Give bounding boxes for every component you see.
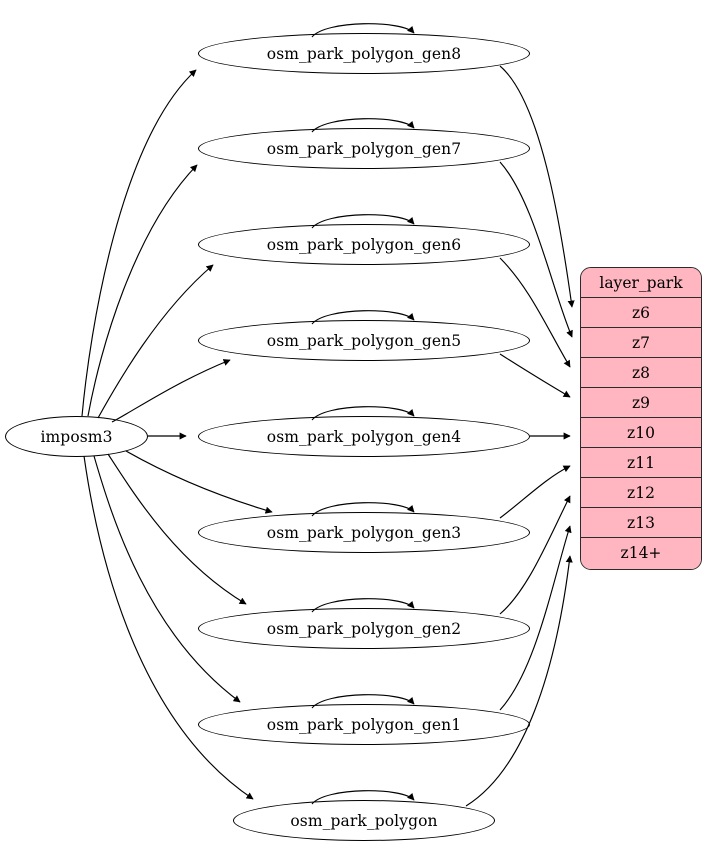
- table-row-z11[interactable]: z11: [581, 448, 701, 478]
- self-loop-gen6: [311, 214, 415, 229]
- self-loop-base: [311, 790, 415, 805]
- node-label-gen6: osm_park_polygon_gen6: [266, 235, 462, 254]
- layer-park-table[interactable]: layer_park z6 z7 z8 z9 z10 z11 z12 z13 z…: [580, 267, 702, 570]
- self-loop-gen4: [311, 406, 415, 421]
- node-label-gen1: osm_park_polygon_gen1: [266, 715, 462, 734]
- node-label-gen7: osm_park_polygon_gen7: [266, 139, 462, 158]
- edge-gen7-z7: [499, 161, 573, 338]
- edge-imposm3-gen2: [107, 453, 247, 605]
- self-loop-gen7: [311, 118, 415, 133]
- node-osm-park-polygon[interactable]: osm_park_polygon: [233, 800, 495, 841]
- self-loop-gen3: [311, 502, 415, 517]
- self-loop-gen1: [311, 694, 415, 709]
- node-label-base: osm_park_polygon: [290, 811, 438, 830]
- node-osm-park-polygon-gen5[interactable]: osm_park_polygon_gen5: [198, 320, 530, 361]
- table-header-layer-park: layer_park: [581, 268, 701, 298]
- edge-gen3-z11: [499, 465, 571, 519]
- edge-imposm3-base: [83, 455, 254, 800]
- node-osm-park-polygon-gen7[interactable]: osm_park_polygon_gen7: [198, 128, 530, 169]
- edge-imposm3-gen6: [97, 264, 214, 419]
- table-row-z6[interactable]: z6: [581, 298, 701, 328]
- node-label-gen5: osm_park_polygon_gen5: [266, 331, 462, 350]
- node-osm-park-polygon-gen2[interactable]: osm_park_polygon_gen2: [198, 608, 530, 649]
- node-osm-park-polygon-gen4[interactable]: osm_park_polygon_gen4: [198, 416, 530, 457]
- node-imposm3[interactable]: imposm3: [5, 416, 148, 457]
- node-osm-park-polygon-gen6[interactable]: osm_park_polygon_gen6: [198, 224, 530, 265]
- edge-gen1-z13: [499, 525, 572, 711]
- node-label-gen8: osm_park_polygon_gen8: [266, 44, 462, 63]
- table-row-z7[interactable]: z7: [581, 328, 701, 358]
- node-label-gen2: osm_park_polygon_gen2: [266, 619, 462, 638]
- edge-gen6-z8: [499, 257, 571, 368]
- node-label-gen4: osm_park_polygon_gen4: [266, 427, 462, 446]
- table-row-z12[interactable]: z12: [581, 478, 701, 508]
- edge-imposm3-gen1: [93, 455, 241, 703]
- node-osm-park-polygon-gen1[interactable]: osm_park_polygon_gen1: [198, 704, 530, 745]
- edge-gen5-z9: [499, 353, 571, 398]
- node-label-imposm3: imposm3: [40, 427, 113, 446]
- edge-imposm3-gen3: [125, 450, 273, 514]
- edge-imposm3-gen8: [81, 69, 197, 417]
- self-loop-gen5: [311, 310, 415, 325]
- source-to-node-edges: [81, 69, 273, 800]
- node-osm-park-polygon-gen3[interactable]: osm_park_polygon_gen3: [198, 512, 530, 553]
- edge-imposm3-gen7: [87, 164, 198, 417]
- node-to-table-edges: [465, 65, 575, 807]
- table-row-z10[interactable]: z10: [581, 418, 701, 448]
- self-loop-gen8: [311, 23, 415, 38]
- table-row-z13[interactable]: z13: [581, 508, 701, 538]
- node-label-gen3: osm_park_polygon_gen3: [266, 523, 462, 542]
- edge-gen8-z6: [499, 65, 575, 308]
- table-row-z8[interactable]: z8: [581, 358, 701, 388]
- edge-base-z14: [465, 555, 573, 807]
- self-loop-edges: [311, 23, 415, 805]
- edge-gen2-z12: [499, 495, 571, 615]
- table-row-z9[interactable]: z9: [581, 388, 701, 418]
- edge-imposm3-gen5: [111, 359, 231, 423]
- node-osm-park-polygon-gen8[interactable]: osm_park_polygon_gen8: [198, 33, 530, 74]
- self-loop-gen2: [311, 598, 415, 613]
- table-row-z14plus[interactable]: z14+: [581, 538, 701, 569]
